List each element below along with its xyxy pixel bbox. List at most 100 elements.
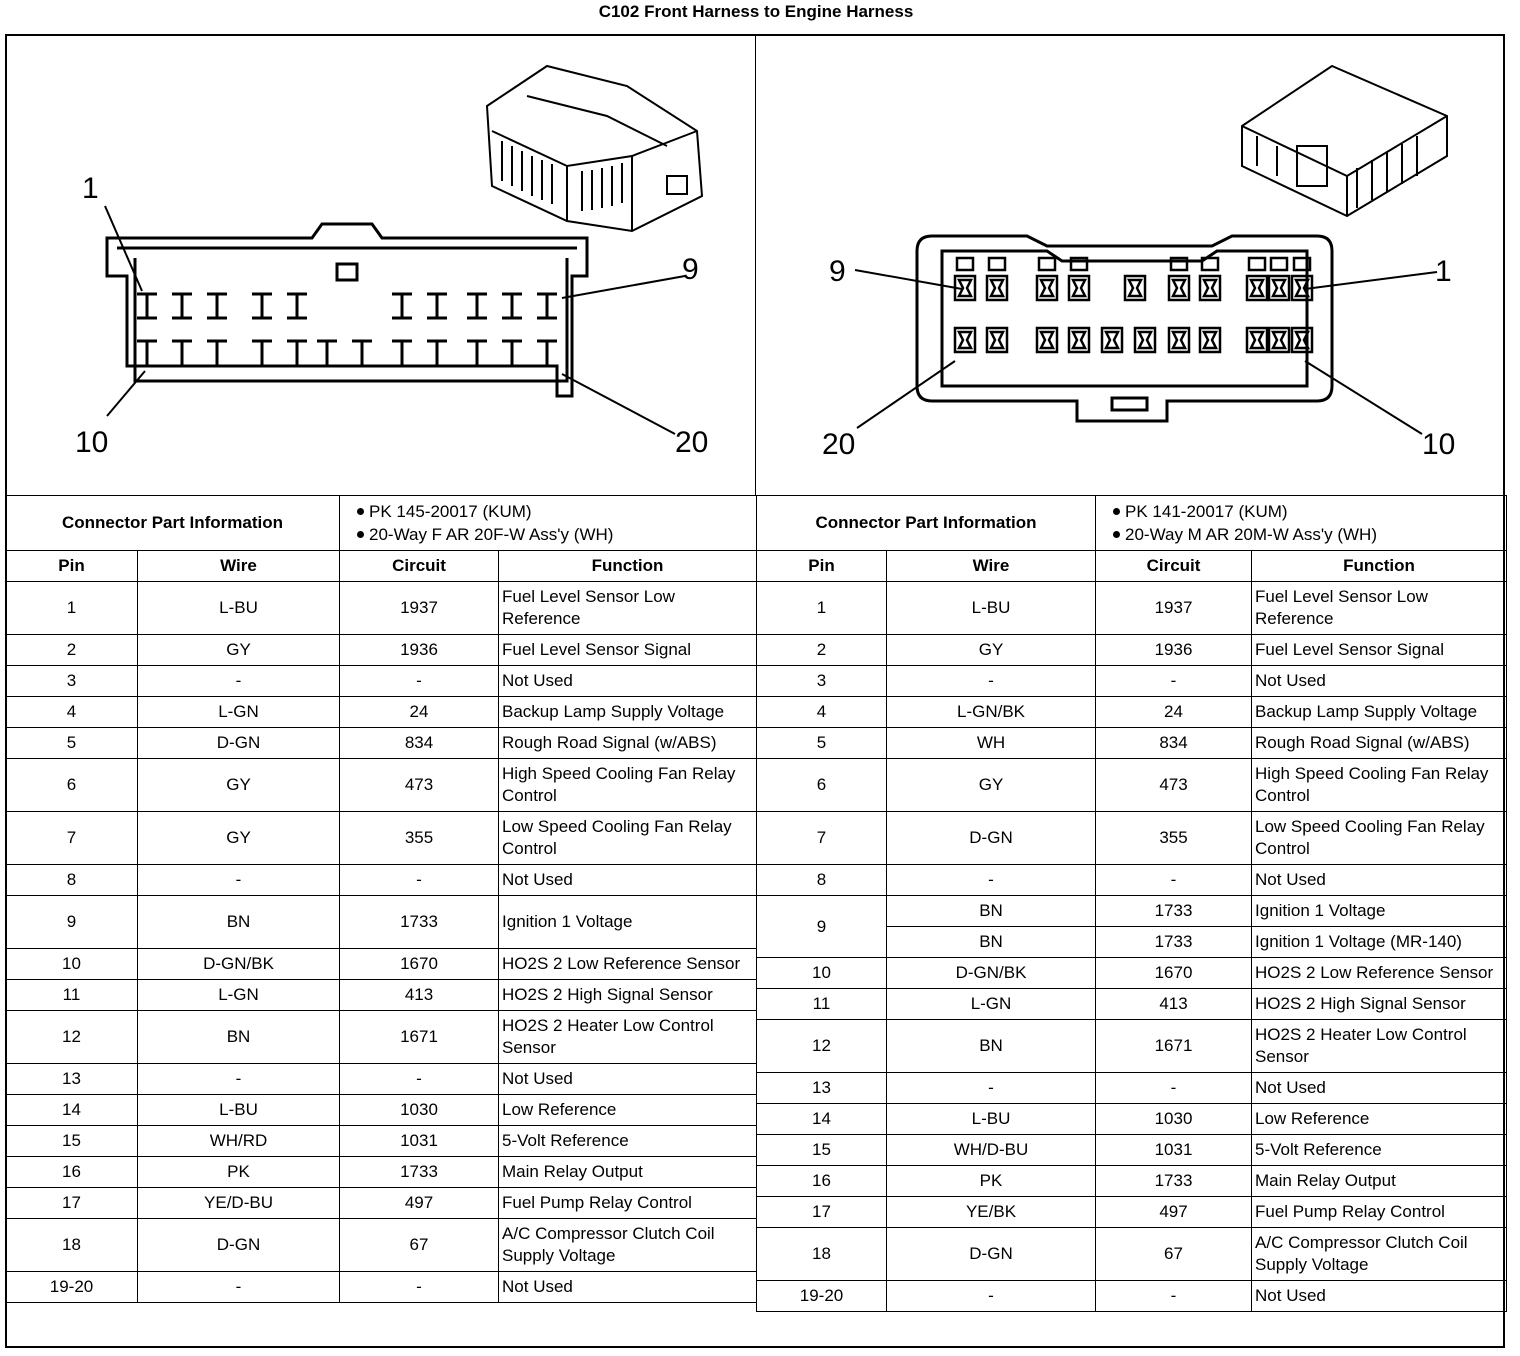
function-cell: Fuel Pump Relay Control [498,1187,758,1219]
column-header-wire: Wire [136,550,341,582]
cavity-terminal [1270,278,1288,298]
circuit-cell: - [339,1063,500,1095]
circuit-cell: 1031 [339,1125,500,1157]
pin-cell: 18 [5,1218,138,1272]
column-header-wire: Wire [885,550,1097,582]
function-cell: Main Relay Output [498,1156,758,1188]
function-cell: Fuel Level Sensor Signal [498,634,758,666]
circuit-cell: 1671 [1095,1019,1253,1073]
pin-cell: 10 [5,948,138,980]
cavity [1267,274,1291,302]
part-info-item: PK 141-20017 (KUM) [1113,500,1503,523]
function-cell: Backup Lamp Supply Voltage [1251,696,1508,728]
cavity [985,326,1009,354]
circuit-cell: 1733 [1095,1165,1253,1197]
function-cell: 5-Volt Reference [498,1125,758,1157]
wire-cell: PK [885,1165,1097,1197]
pin-cell: 4 [5,696,138,728]
pin-cell: 11 [5,979,138,1011]
pin-cell: 7 [5,811,138,865]
part-info-item: 20-Way M AR 20M-W Ass'y (WH) [1113,523,1503,546]
pin-cell: 16 [756,1165,887,1197]
circuit-cell: 834 [339,727,500,759]
cavity-terminal [988,330,1006,350]
column-header-pin: Pin [756,550,887,582]
wire-cell: BN [885,926,1097,958]
column-header-function: Function [498,550,758,582]
cavity [1067,326,1091,354]
circuit-cell: 67 [1095,1227,1253,1281]
circuit-cell: 497 [1095,1196,1253,1228]
circuit-cell: 1031 [1095,1134,1253,1166]
circuit-cell: 24 [339,696,500,728]
circuit-cell: 1030 [1095,1103,1253,1135]
cavity-grid-right [953,256,1314,354]
pin-cell: 18 [756,1227,887,1281]
pin-cell: 19-20 [756,1280,887,1312]
table-row: 19-20--Not Used [756,1280,1508,1312]
pin-cell: 13 [756,1072,887,1104]
column-header-circuit: Circuit [1095,550,1253,582]
function-cell: Not Used [1251,864,1508,896]
cavity-grid-left [137,262,557,368]
circuit-cell: 24 [1095,696,1253,728]
wire-cell: D-GN [885,1227,1097,1281]
function-cell: Main Relay Output [1251,1165,1508,1197]
cavity-terminal [1248,278,1266,298]
circuit-cell: 1936 [1095,634,1253,666]
pin-cell: 8 [756,864,887,896]
function-cell: A/C Compressor Clutch Coil Supply Voltag… [498,1218,758,1272]
pin-label-9: 9 [829,255,846,288]
cavity [352,339,372,368]
pin-label-1: 1 [82,172,99,205]
pin-cell: 9 [5,895,138,949]
pin-cell: 1 [756,581,887,635]
function-cell: Not Used [498,1063,758,1095]
circuit-cell: 473 [339,758,500,812]
wire-cell: WH/RD [136,1125,341,1157]
wire-cell: L-GN [885,988,1097,1020]
table-row: 8--Not Used [756,864,1508,896]
wire-cell: BN [885,1019,1097,1073]
cavity [427,339,447,368]
cavity [1035,326,1059,354]
cavity [207,292,227,320]
circuit-cell: 413 [339,979,500,1011]
pin-cell: 17 [5,1187,138,1219]
cavity [537,292,557,320]
wire-cell: - [136,665,341,697]
cavity-terminal [1070,278,1088,298]
pin-label-10: 10 [75,426,108,459]
wire-cell: L-GN [136,979,341,1011]
function-cell: Not Used [498,864,758,896]
pin-cell: 9 [756,895,887,958]
circuit-cell: - [1095,864,1253,896]
wire-cell: - [136,1271,341,1303]
cavity [1198,326,1222,354]
cavity [1245,326,1269,354]
function-cell: Low Reference [1251,1103,1508,1135]
cavity [252,339,272,368]
circuit-cell: 355 [339,811,500,865]
cavity [502,292,522,320]
wire-cell: L-BU [885,1103,1097,1135]
cavity-terminal [1070,330,1088,350]
circuit-cell: 497 [339,1187,500,1219]
cavity [172,292,192,320]
pin-cell: 1 [5,581,138,635]
table-row: 3--Not Used [756,665,1508,697]
cavity [287,292,307,320]
part-info-list: PK 145-20017 (KUM) 20-Way F AR 20F-W Ass… [339,495,758,551]
cavity [953,326,977,354]
cavity [1167,274,1191,302]
wire-cell: YE/BK [885,1196,1097,1228]
pin-cell: 6 [756,758,887,812]
wire-cell: - [885,1072,1097,1104]
wire-cell: GY [885,634,1097,666]
